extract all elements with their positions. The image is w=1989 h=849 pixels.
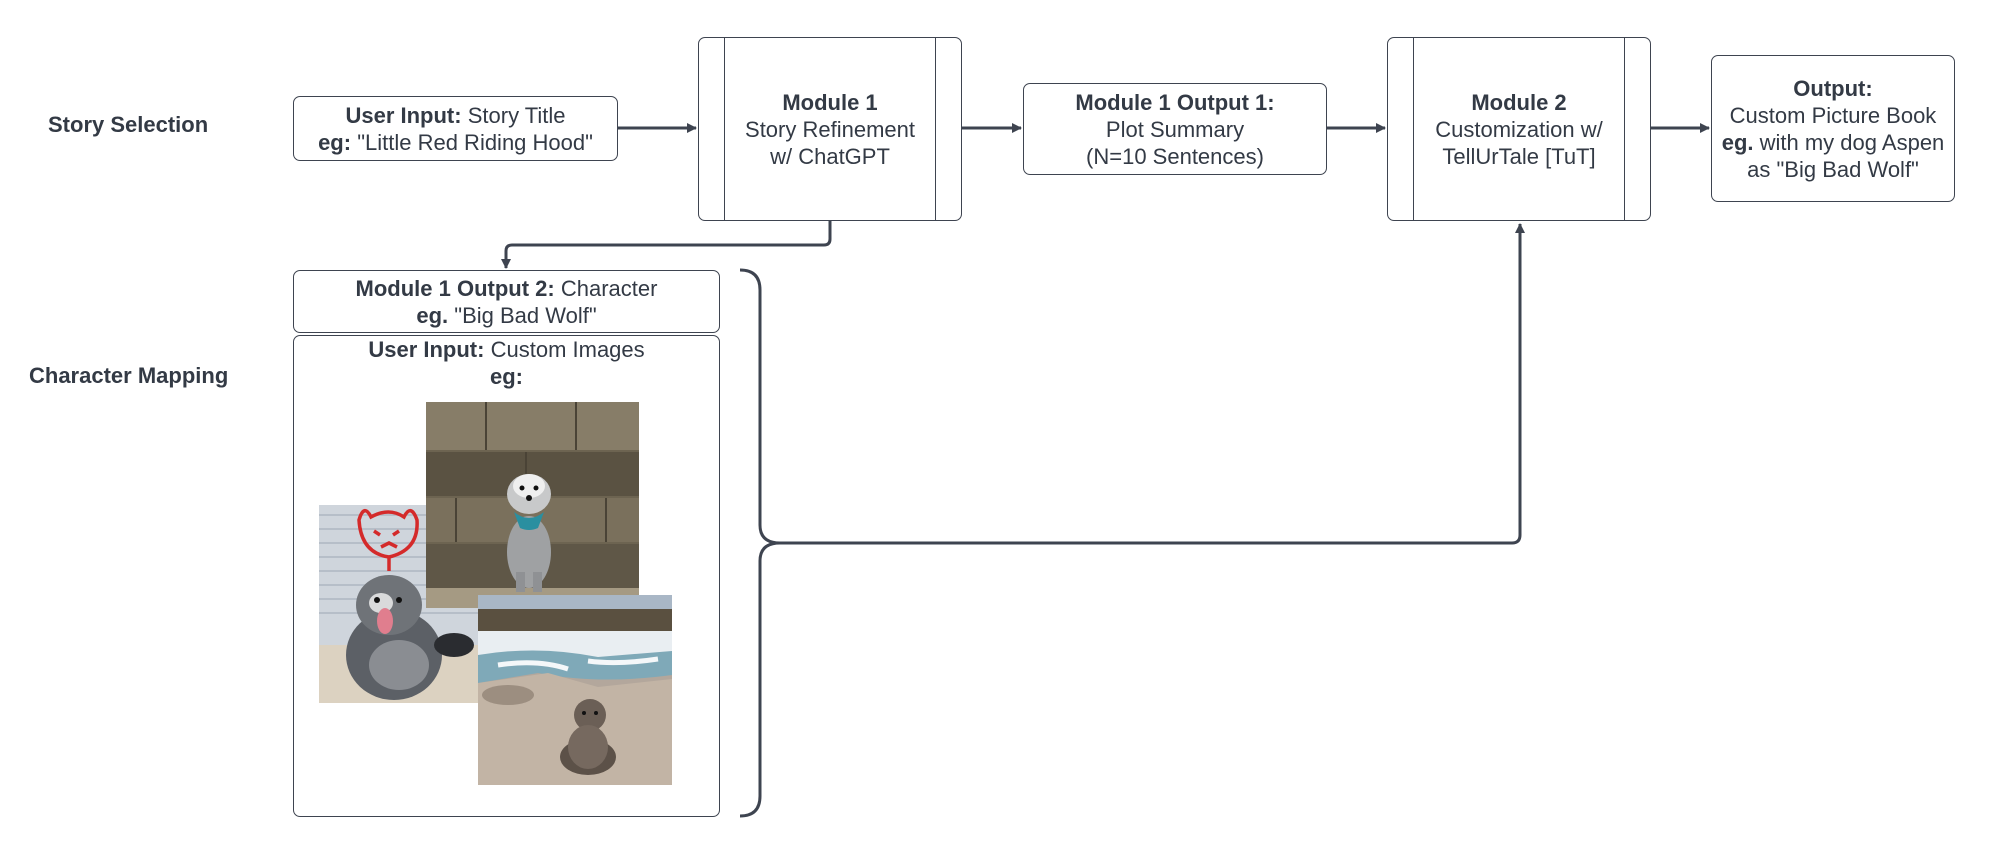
module2-process-box: Module 2 Customization w/ TellUrTale [Tu… xyxy=(1387,37,1651,221)
brace-character-mapping xyxy=(739,268,781,818)
module1-output1-title: Module 1 Output 1: xyxy=(1075,89,1275,115)
output-line3: as "Big Bad Wolf" xyxy=(1747,156,1919,182)
module1-line1: Story Refinement xyxy=(745,116,915,142)
module1-line2: w/ ChatGPT xyxy=(770,143,890,169)
output-box: Output: Custom Picture Book eg. with my … xyxy=(1711,55,1955,202)
dog-by-river-photo xyxy=(478,595,672,785)
process-bar-right xyxy=(935,38,936,220)
module1-output2-eg-label: eg. xyxy=(416,302,449,328)
user-input-images-label: User Input: xyxy=(368,337,485,362)
process-bar-left xyxy=(724,38,725,220)
module2-title: Module 2 xyxy=(1471,89,1567,115)
output-title: Output: xyxy=(1793,75,1873,101)
process-bar-right xyxy=(1624,38,1625,220)
story-title-example: "Little Red Riding Hood" xyxy=(357,129,593,155)
output-eg-text: with my dog Aspen xyxy=(1759,129,1945,155)
output-eg-label: eg. xyxy=(1721,129,1754,155)
dog-on-stone-steps-photo xyxy=(426,402,639,608)
module1-output2-text: Character xyxy=(560,275,658,301)
row-label-character-mapping: Character Mapping xyxy=(29,363,229,388)
output-line1: Custom Picture Book xyxy=(1729,102,1937,128)
module1-title: Module 1 xyxy=(782,89,878,115)
module1-output2-eg-text: "Big Bad Wolf" xyxy=(454,302,597,328)
custom-images-text: Custom Images xyxy=(490,337,645,362)
module1-output1-line2: (N=10 Sentences) xyxy=(1086,143,1264,169)
module1-output1-line1: Plot Summary xyxy=(1105,116,1245,142)
user-input-story-title-box: User Input: Story Title eg: "Little Red … xyxy=(293,96,618,161)
process-bar-left xyxy=(1413,38,1414,220)
module1-process-box: Module 1 Story Refinement w/ ChatGPT xyxy=(698,37,962,221)
arrow-mapping-to-module2 xyxy=(780,223,1525,545)
module1-output2-box: Module 1 Output 2: Character eg. "Big Ba… xyxy=(293,270,720,333)
module2-line2: TellUrTale [TuT] xyxy=(1442,143,1596,169)
module1-output2-label: Module 1 Output 2: xyxy=(355,275,555,301)
images-eg-label: eg: xyxy=(490,364,523,389)
row-label-story-selection: Story Selection xyxy=(48,112,209,137)
user-input-label: User Input: xyxy=(345,102,462,128)
module1-output1-box: Module 1 Output 1: Plot Summary (N=10 Se… xyxy=(1023,83,1327,175)
eg-label: eg: xyxy=(318,129,352,155)
story-title-text: Story Title xyxy=(467,102,566,128)
module2-line1: Customization w/ xyxy=(1435,116,1603,142)
arrow-module1-to-output2 xyxy=(501,221,832,269)
